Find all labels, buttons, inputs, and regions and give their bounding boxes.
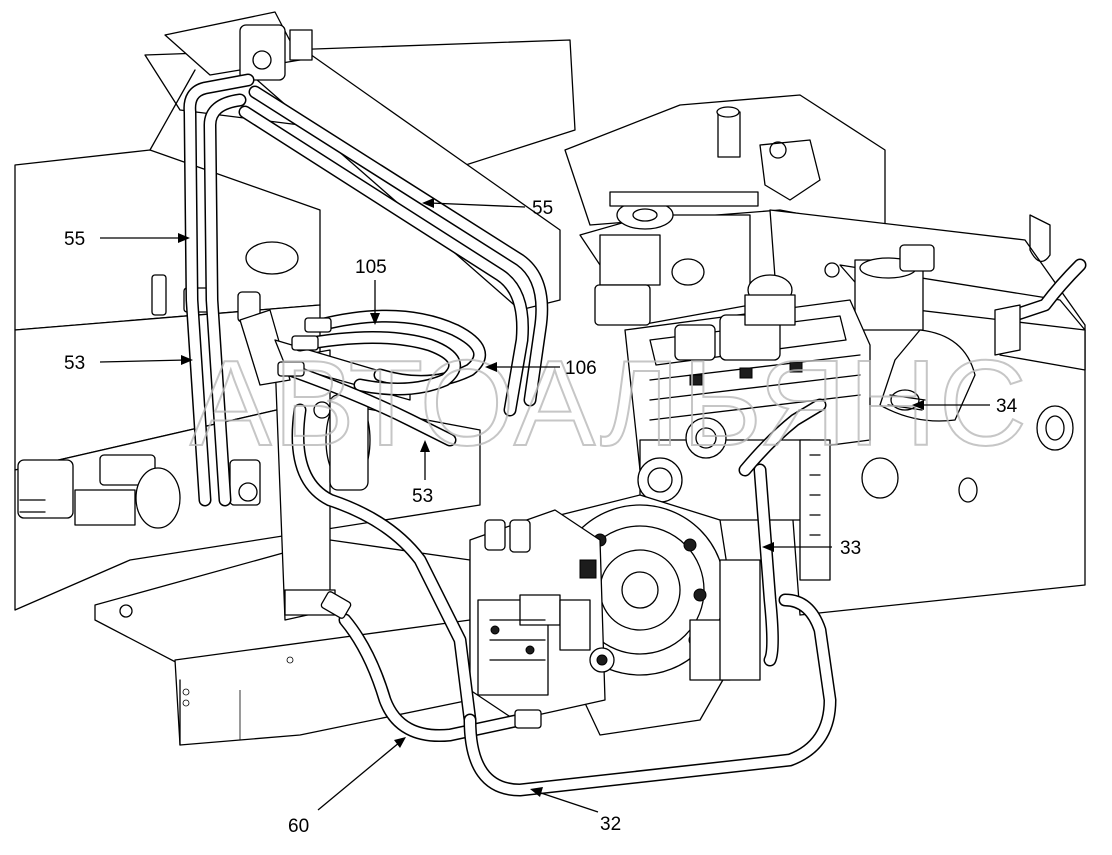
callout-105: 105: [355, 257, 387, 278]
cross-tube: [164, 11, 561, 311]
callout-106: 106: [565, 358, 597, 379]
callout-34: 34: [996, 396, 1018, 417]
hoses: [183, 73, 837, 797]
callout-60: 60: [288, 816, 309, 837]
callout-55-left: 55: [64, 229, 85, 250]
left-brackets: [17, 241, 299, 529]
engine-block: [624, 274, 871, 581]
tank-assembly: [579, 106, 935, 331]
hydraulic-pump: [469, 509, 615, 721]
leader-lines: [99, 198, 990, 813]
callout-53-left: 53: [64, 353, 85, 374]
callout-53-bottom: 53: [412, 486, 433, 507]
callout-33: 33: [840, 538, 861, 559]
callout-labels: 55 55 105 53 106 34 53 33 60 32: [64, 198, 1018, 837]
watermark-text: АВТОАЛЬЯНС: [190, 335, 1029, 471]
callout-32: 32: [600, 814, 621, 835]
filter-column: [239, 309, 411, 621]
muffler: [879, 329, 976, 422]
callout-55-right: 55: [532, 198, 553, 219]
